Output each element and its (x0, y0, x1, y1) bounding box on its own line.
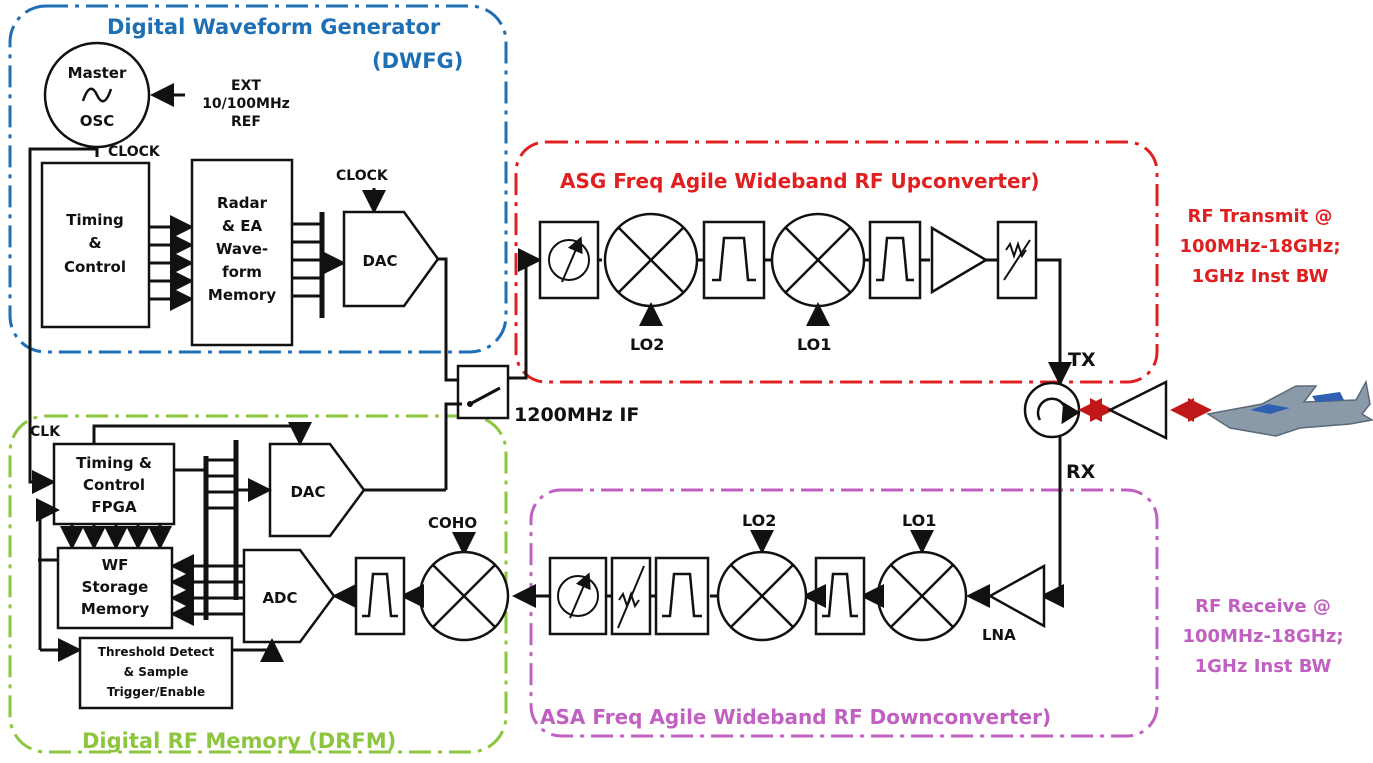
svg-text:100MHz-18GHz;: 100MHz-18GHz; (1182, 626, 1343, 647)
svg-text:10/100MHz: 10/100MHz (202, 96, 290, 112)
filter-icon (654, 556, 710, 636)
mixer-icon (418, 550, 510, 642)
down-lo2-label: LO2 (742, 511, 776, 530)
ext-ref-label: EXT 10/100MHz REF (202, 78, 290, 130)
svg-text:Trigger/Enable: Trigger/Enable (107, 685, 205, 699)
svg-text:WF: WF (102, 556, 129, 574)
svg-text:ADC: ADC (262, 589, 297, 607)
up-lo2-label: LO2 (630, 335, 664, 354)
svg-text:form: form (222, 263, 262, 281)
svg-text:EXT: EXT (231, 78, 261, 94)
svg-text:FPGA: FPGA (91, 498, 137, 516)
svg-text:&: & (88, 234, 101, 252)
svg-text:Wave-: Wave- (216, 240, 268, 258)
upconverter-chain (538, 212, 1072, 386)
up-lo1-label: LO1 (797, 335, 831, 354)
filter-icon (702, 220, 766, 300)
svg-text:Control: Control (83, 476, 145, 494)
svg-text:Threshold Detect: Threshold Detect (98, 645, 215, 659)
svg-text:Timing &: Timing & (76, 454, 152, 472)
rx-label: RX (1066, 461, 1096, 483)
mixer-icon (716, 550, 808, 642)
attenuator-icon (610, 556, 652, 636)
if-label: 1200MHz IF (514, 404, 639, 426)
asa-boundary (529, 488, 1159, 738)
drfm-title: Digital RF Memory (DRFM) (82, 729, 396, 753)
rf-receive-note: RF Receive @ 100MHz-18GHz; 1GHz Inst BW (1182, 596, 1343, 677)
filter-icon (868, 220, 922, 300)
master-oscillator: Master OSC (43, 41, 151, 149)
svg-text:Radar: Radar (217, 194, 268, 212)
clock-label-2: CLOCK (336, 168, 389, 184)
svg-text:& EA: & EA (222, 217, 263, 235)
asg-title: ASG Freq Agile Wideband RF Upconverter) (560, 169, 1040, 193)
adc-block: ADC (242, 548, 336, 644)
svg-text:DAC: DAC (290, 483, 325, 501)
svg-text:Master: Master (68, 64, 127, 82)
asg-boundary (514, 140, 1159, 384)
dwfg-boundary (8, 4, 508, 354)
asa-title: ASA Freq Agile Wideband RF Downconverter… (540, 705, 1051, 729)
svg-text:Control: Control (64, 258, 126, 276)
down-lo1-label: LO1 (902, 511, 936, 530)
svg-text:REF: REF (231, 114, 261, 130)
svg-text:1GHz Inst BW: 1GHz Inst BW (1195, 656, 1332, 677)
svg-text:& Sample: & Sample (124, 665, 189, 679)
mixer-icon (770, 212, 866, 308)
amplifier-icon (930, 225, 989, 295)
svg-text:Memory: Memory (81, 600, 149, 618)
dwfg-title-abbr: (DWFG) (372, 49, 463, 73)
switch-icon[interactable] (456, 364, 510, 420)
svg-text:Storage: Storage (82, 578, 149, 596)
circulator-icon (1023, 381, 1081, 439)
waveform-memory-block: Radar & EA Wave- form Memory (190, 158, 294, 347)
filter-icon (354, 556, 406, 636)
wf-storage-block: WF Storage Memory (56, 546, 174, 630)
timing-fpga-block: Timing & Control FPGA (52, 442, 176, 526)
mixer-icon (876, 550, 968, 642)
threshold-detect-block: Threshold Detect & Sample Trigger/Enable (78, 636, 234, 710)
downconverter-chain (512, 530, 1046, 642)
tx-label: TX (1068, 349, 1096, 371)
coho-label: COHO (428, 514, 477, 532)
lna-icon (987, 563, 1046, 629)
mixer-icon (603, 212, 699, 308)
svg-text:Timing: Timing (66, 211, 124, 229)
svg-text:Memory: Memory (208, 286, 276, 304)
svg-text:DAC: DAC (362, 252, 397, 270)
dac-top: DAC (342, 210, 440, 308)
attenuator-icon (996, 220, 1038, 300)
aircraft-icon (1205, 379, 1373, 437)
sine-wave-icon (81, 87, 113, 103)
svg-text:100MHz-18GHz;: 100MHz-18GHz; (1179, 236, 1340, 257)
svg-text:1GHz Inst BW: 1GHz Inst BW (1192, 266, 1329, 287)
svg-text:RF Receive @: RF Receive @ (1195, 596, 1331, 617)
svg-text:OSC: OSC (80, 112, 115, 130)
filter-icon (814, 556, 866, 636)
lna-label: LNA (982, 626, 1016, 644)
dac-bottom: DAC (268, 442, 366, 538)
antenna-amplifier-icon (1107, 379, 1168, 441)
svg-text:RF Transmit @: RF Transmit @ (1187, 206, 1332, 227)
rf-transmit-note: RF Transmit @ 100MHz-18GHz; 1GHz Inst BW (1179, 206, 1340, 287)
clock-label-1: CLOCK (108, 144, 161, 160)
dwfg-title: Digital Waveform Generator (107, 15, 441, 39)
timing-control-block: Timing & Control (40, 161, 151, 329)
clk-label: CLK (30, 424, 61, 440)
